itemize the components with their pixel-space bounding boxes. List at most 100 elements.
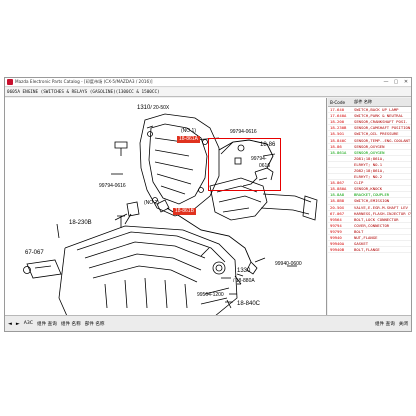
part-name: SWITCH,EMISSION [354, 198, 390, 204]
component-search-button[interactable]: 组件 查询 [374, 321, 395, 327]
parts-list-row[interactable]: Z081;18;861A, [328, 155, 411, 162]
part-code: 18-880A [330, 186, 347, 192]
part-name: Z082;18;861A, [354, 167, 385, 173]
part-code: 18-8B8 [330, 198, 345, 204]
column-header-name[interactable]: 部件 名称 [354, 99, 373, 104]
part-name: SENSOR,TEMP.-ENG.COOLANT [354, 137, 411, 143]
callout-18-880a[interactable]: / 18-880A [233, 278, 255, 284]
parts-list-row[interactable]: 18-8B8 SWITCH,EMISSION [328, 198, 411, 205]
catalog-window: Mazda Electronic Parts Catalog - [印度市场 (… [4, 77, 412, 332]
part-code: 20-50X [330, 204, 345, 210]
callout-18-861a-tag[interactable]: 18-861A [177, 136, 200, 143]
part-name: GASKET [354, 241, 369, 247]
part-name: SENSOR,CAMSHAFT POSITION [354, 125, 411, 131]
parts-list-row[interactable]: 99940A GASKET [328, 241, 411, 248]
group-header: 0605A ENGINE (SWITCHES & RELAYS (GASOLIN… [5, 88, 411, 97]
part-code: 99940B [330, 247, 345, 253]
maximize-button[interactable]: ▢ [393, 79, 399, 85]
part-code: 99799 [330, 228, 342, 234]
callout-18-861b-tag[interactable]: 18-861B [173, 208, 196, 215]
parts-list-row[interactable]: 18-230B SENSOR,CAMSHAFT POSITION [328, 125, 411, 132]
parts-list-row[interactable]: 67-067 HARNESS,FLASH-INJECTOR CV [328, 210, 412, 217]
selection-highlight-box [208, 138, 281, 191]
part-name: SWITCH,BACK UP LAMP [354, 107, 399, 113]
part-code: 18-840C [330, 137, 347, 143]
part-code: 17-640A [330, 113, 347, 119]
component-query-button[interactable]: 组件 查询 [37, 321, 57, 327]
group-title: 0605A ENGINE (SWITCHES & RELAYS (GASOLIN… [7, 89, 160, 95]
callout-1310-sub: / 20-50X [150, 105, 170, 111]
part-name: CLIP [354, 180, 364, 186]
part-code: 18-501 [330, 131, 345, 137]
window-controls: — ▢ ✕ [381, 78, 411, 86]
part-code: 18-867 [330, 180, 345, 186]
parts-list-rows: 17-640 SWITCH,BACK UP LAMP 17-640A SWITCH,P… [328, 107, 412, 254]
engine-illustration [23, 113, 318, 316]
part-code: 99940A [330, 241, 345, 247]
part-code: 67-067 [330, 210, 345, 216]
part-name: SENSOR,OXYGEN [354, 143, 385, 149]
callout-99564[interactable]: 99564-1200 [197, 292, 224, 298]
parts-list-row[interactable]: 18-501 SWITCH,OIL PRESSURE [328, 131, 411, 138]
part-name: SWITCH,PARK & NEUTRAL [354, 113, 404, 119]
prev-page-button[interactable]: ◄ [8, 320, 12, 327]
parts-list-row[interactable]: 18-840C SENSOR,TEMP.-ENG.COOLANT [328, 137, 411, 144]
parts-list-row[interactable]: ELRHYT; NO.1 [328, 162, 411, 168]
parts-list-row[interactable]: ELRHYT; NO.2 [328, 174, 411, 181]
next-page-button[interactable]: ► [15, 320, 20, 327]
bottom-toolbar: ◄ ► A3C 组件 查询 组件 名称 部件 名称 组件 查询 关闭 [5, 315, 411, 331]
callout-18-840c[interactable]: 18-840C [237, 301, 261, 307]
parts-list-row[interactable]: 20-50X VALVE,E-EGR-M.SHAFT LEV [328, 204, 411, 211]
part-name: NUT,FLANGE [354, 235, 378, 241]
callout-18-230b[interactable]: 18-230B [69, 220, 92, 226]
part-name: SENSOR,OXYGEN [354, 149, 385, 155]
close-catalog-button[interactable]: 关闭 [398, 321, 408, 327]
part-name: BOLT,LOCK CONNECTOR [354, 216, 399, 222]
callout-99794-top[interactable]: 99794-0616 [230, 129, 257, 135]
close-button[interactable]: ✕ [403, 79, 409, 85]
part-name: VALVE,E-EGR-M.SHAFT LEV [354, 204, 408, 210]
parts-list-row[interactable]: 17-640 SWITCH,BACK UP LAMP [328, 107, 411, 114]
callout-1310[interactable]: 1310/ 20-50X [137, 105, 169, 111]
part-name: BOLT,FLANGE [354, 247, 380, 253]
title-bar: Mazda Electronic Parts Catalog - [印度市场 (… [5, 78, 411, 87]
callout-99794-mid2[interactable]: 0616 [259, 163, 271, 169]
parts-list-row[interactable]: Z082;18;861A, [328, 167, 411, 175]
app-logo-icon [7, 79, 13, 85]
column-header-code[interactable]: B-Code [330, 99, 346, 105]
parts-list-row[interactable]: 99940B BOLT,FLANGE [328, 247, 411, 254]
part-name: SWITCH,OIL PRESSURE [354, 131, 399, 137]
callout-99940[interactable]: 99940-0600 [275, 261, 302, 267]
callout-18-86[interactable]: 18-86 [260, 142, 276, 148]
parts-list-header: B-Code 部件 名称 [328, 98, 411, 107]
minimize-button[interactable]: — [383, 79, 389, 85]
part-code: 18-230B [330, 125, 347, 131]
callout-67-067[interactable]: 67-067 [25, 250, 44, 256]
callout-99794-mid[interactable]: 99794- [251, 156, 267, 162]
part-name-button[interactable]: 部件 名称 [84, 321, 105, 327]
part-code: 99794 [330, 222, 342, 228]
part-name: HARNESS,FLASH-INJECTOR CV [354, 210, 412, 216]
part-code: 17-640 [330, 107, 345, 113]
part-name: SENSOR,CRANKSHAFT POSI. [354, 119, 408, 125]
callout-99794-low[interactable]: 99794-0616 [99, 183, 126, 189]
callout-1330[interactable]: 1330 [237, 268, 251, 274]
parts-list-row[interactable]: 18-867 CLIP [328, 180, 411, 187]
part-name: Z081;18;861A, [354, 155, 385, 161]
component-name-button[interactable]: 组件 名称 [60, 321, 81, 327]
parts-diagram[interactable]: 1310/ 20-50X (NO 1) 18-861A 18-86 99794-… [5, 98, 327, 316]
part-code: 18-200 [330, 119, 345, 125]
part-name: ELRHYT; NO.2 [354, 174, 383, 180]
parts-list-row[interactable]: 18-200 SENSOR,CRANKSHAFT POSI. [328, 119, 411, 126]
callout-1310-number: 1310 [137, 105, 151, 111]
parts-list-row[interactable]: 17-640A SWITCH,PARK & NEUTRAL [328, 113, 411, 120]
